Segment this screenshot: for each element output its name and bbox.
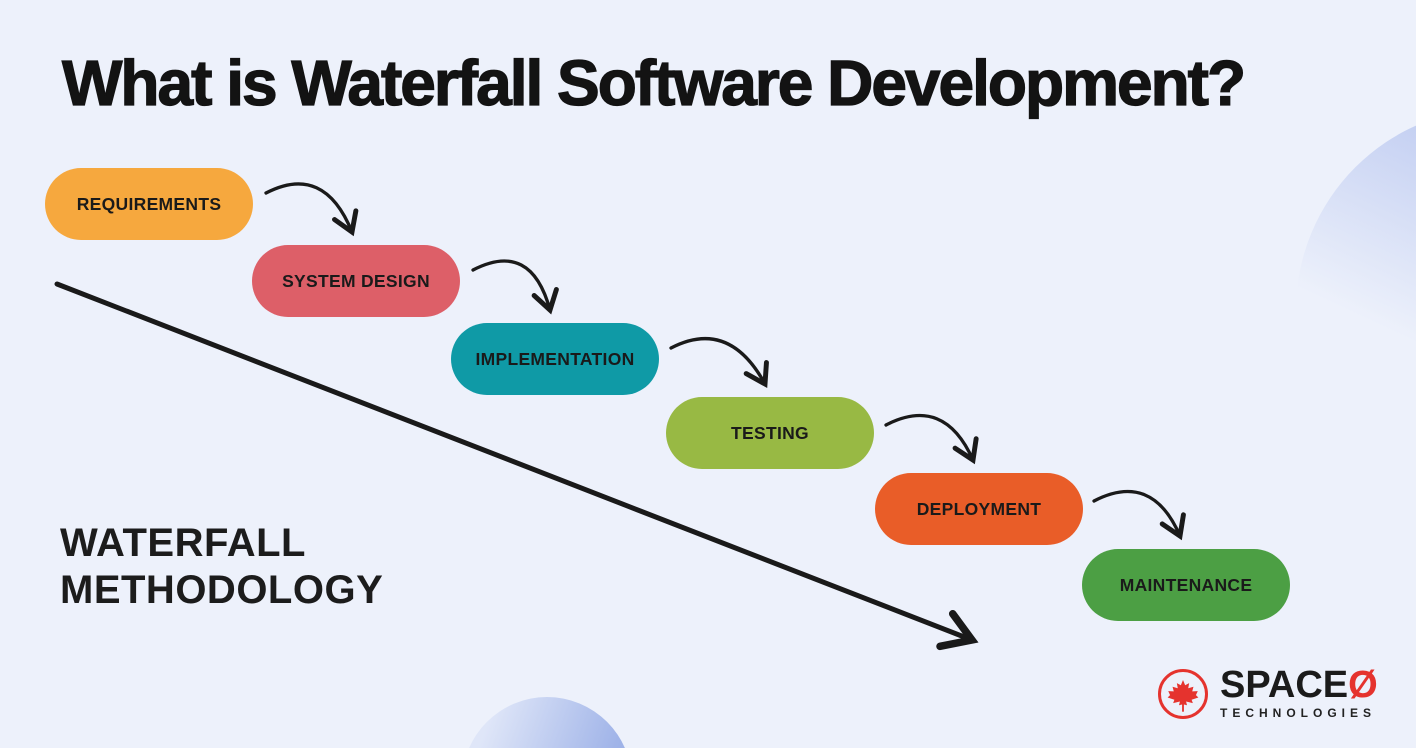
diagram-label-line1: WATERFALL (60, 521, 306, 565)
stage-pill-deployment: DEPLOYMENT (875, 473, 1083, 545)
flow-arrow-3 (669, 337, 769, 389)
stage-pill-system-design: SYSTEM DESIGN (252, 245, 460, 317)
waterfall-diagonal-arrow (54, 281, 979, 651)
diagram-label: WATERFALL METHODOLOGY (60, 520, 383, 614)
brand-logo: SPACEØ TECHNOLOGIES (1158, 664, 1378, 721)
flow-arrow-1 (264, 182, 359, 237)
stage-label: MAINTENANCE (1119, 574, 1253, 595)
brand-subtitle: TECHNOLOGIES (1220, 706, 1377, 721)
diagram-label-line2: METHODOLOGY (60, 567, 384, 612)
stage-label: IMPLEMENTATION (475, 348, 635, 369)
flow-arrow-5 (1092, 489, 1186, 541)
brand-o-slash: Ø (1348, 664, 1378, 706)
stage-pill-maintenance: MAINTENANCE (1082, 549, 1290, 621)
maple-leaf-icon (1158, 669, 1208, 720)
stage-pill-requirements: REQUIREMENTS (45, 168, 253, 240)
page-title: What is Waterfall Software Development? (61, 46, 1246, 119)
stage-label: TESTING (731, 422, 809, 443)
stage-label: SYSTEM DESIGN (282, 270, 430, 291)
flow-arrow-2 (471, 259, 559, 315)
brand-logo-text: SPACEØ TECHNOLOGIES (1220, 664, 1378, 721)
stage-label: REQUIREMENTS (76, 193, 222, 214)
flow-arrow-4 (884, 413, 979, 465)
stage-pill-implementation: IMPLEMENTATION (451, 323, 659, 395)
stage-label: DEPLOYMENT (916, 498, 1042, 519)
brand-name: SPACEØ (1220, 664, 1378, 706)
stage-pill-testing: TESTING (666, 397, 874, 469)
